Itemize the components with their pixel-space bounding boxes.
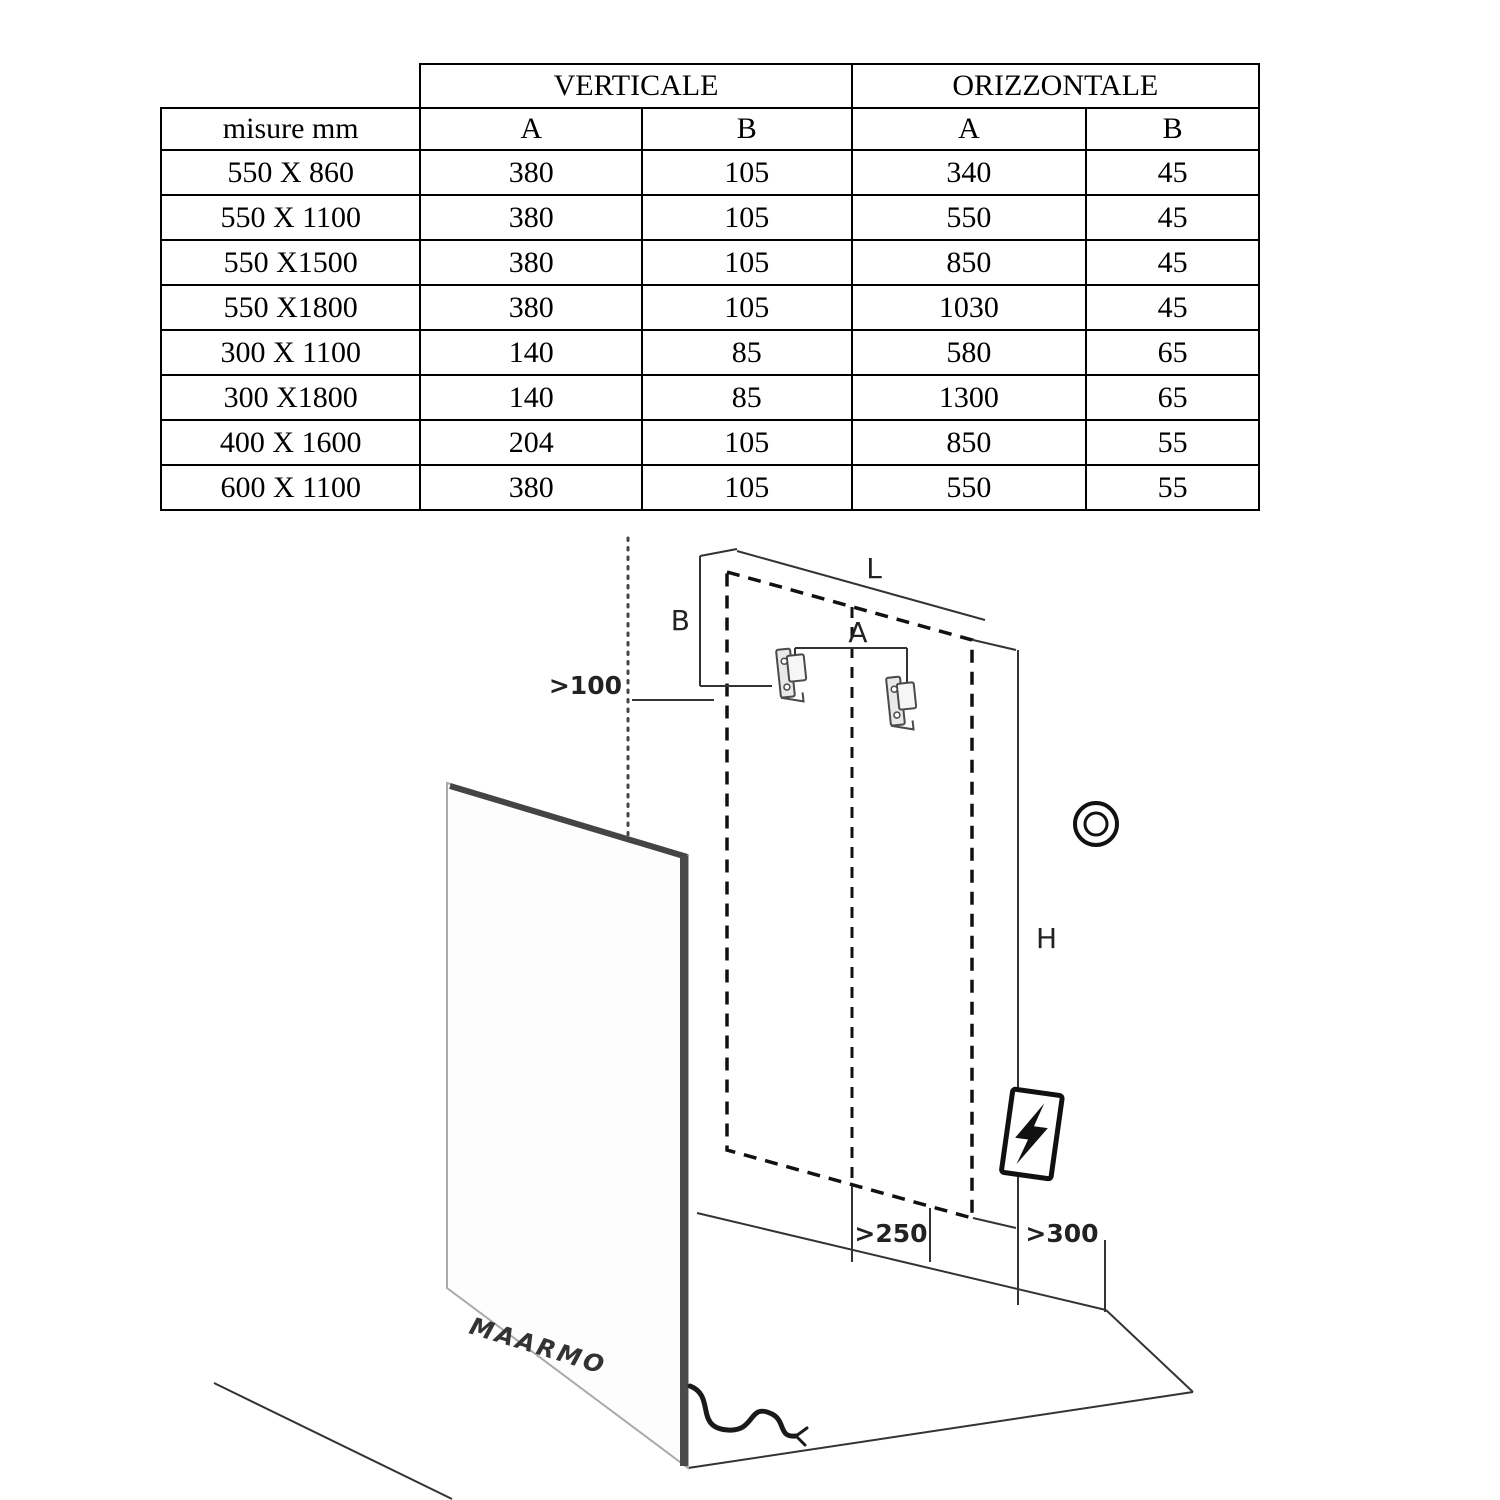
dim-label-L: L xyxy=(866,552,882,585)
cell-size: 550 X1500 xyxy=(159,239,422,286)
min-bottom-label: >250 xyxy=(854,1219,927,1248)
cell-oriz-b: 65 xyxy=(1085,329,1260,376)
cell-size: 300 X1800 xyxy=(159,374,422,421)
table-row: 400 X 1600 204 105 850 55 xyxy=(159,419,1260,466)
col-header-misure: misure mm xyxy=(159,107,422,151)
panel-edge-top xyxy=(449,783,688,860)
dim-tick-H-bottom xyxy=(972,1217,1017,1229)
cell-size: 300 X 1100 xyxy=(159,329,422,376)
cell-oriz-a: 340 xyxy=(850,149,1088,196)
cell-size: 600 X 1100 xyxy=(159,464,422,511)
table-row: 300 X1800 140 85 1300 65 xyxy=(159,374,1260,421)
group-header-orizzontale: ORIZZONTALE xyxy=(850,63,1261,109)
cell-oriz-a: 550 xyxy=(850,464,1088,511)
mounting-bracket-right-icon xyxy=(885,675,918,731)
cell-oriz-b: 45 xyxy=(1085,149,1260,196)
table-row: 550 X1500 380 105 850 45 xyxy=(159,239,1260,286)
cell-vert-b: 105 xyxy=(641,464,853,511)
panel-wall-outline-dashed xyxy=(725,569,974,1221)
cell-vert-a: 140 xyxy=(419,374,643,421)
cell-oriz-a: 1030 xyxy=(850,284,1088,331)
cell-vert-b: 105 xyxy=(641,239,853,286)
mounting-bracket-left-icon xyxy=(775,647,808,703)
cell-oriz-a: 580 xyxy=(850,329,1088,376)
heating-panel: MAARMO xyxy=(446,781,689,1470)
cell-vert-a: 380 xyxy=(419,464,643,511)
table-row: 550 X 860 380 105 340 45 xyxy=(159,149,1260,196)
corner-continuation-line xyxy=(1105,1309,1194,1393)
cell-oriz-b: 45 xyxy=(1085,194,1260,241)
cell-vert-a: 204 xyxy=(419,419,643,466)
min-right-label: >300 xyxy=(1025,1219,1098,1248)
col-header-oriz-a: A xyxy=(850,107,1088,151)
dim-tick-H-top xyxy=(972,639,1017,651)
cell-vert-b: 85 xyxy=(641,329,853,376)
cell-oriz-b: 55 xyxy=(1085,419,1260,466)
cell-oriz-a: 1300 xyxy=(850,374,1088,421)
col-header-vert-a: A xyxy=(419,107,643,151)
cell-vert-b: 105 xyxy=(641,284,853,331)
floor-line-left xyxy=(213,1382,453,1500)
cell-oriz-b: 65 xyxy=(1085,374,1260,421)
cell-oriz-b: 55 xyxy=(1085,464,1260,511)
power-socket-icon xyxy=(999,1086,1065,1182)
cell-oriz-b: 45 xyxy=(1085,239,1260,286)
cell-size: 550 X 1100 xyxy=(159,194,422,241)
table-row: 550 X1800 380 105 1030 45 xyxy=(159,284,1260,331)
cell-vert-a: 380 xyxy=(419,239,643,286)
cell-vert-b: 105 xyxy=(641,194,853,241)
measurements-table: VERTICALE ORIZZONTALE misure mm A B A B … xyxy=(159,63,1261,511)
wall-dial-icon xyxy=(1073,801,1119,847)
cell-vert-a: 380 xyxy=(419,149,643,196)
cell-oriz-a: 550 xyxy=(850,194,1088,241)
min-left-label: >100 xyxy=(549,671,622,700)
cell-vert-b: 105 xyxy=(641,149,853,196)
group-header-verticale: VERTICALE xyxy=(419,63,853,109)
cell-oriz-a: 850 xyxy=(850,419,1088,466)
col-header-oriz-b: B xyxy=(1085,107,1260,151)
cell-vert-b: 105 xyxy=(641,419,853,466)
table-row: 600 X 1100 380 105 550 55 xyxy=(159,464,1260,511)
table-row: 300 X 1100 140 85 580 65 xyxy=(159,329,1260,376)
cell-vert-a: 380 xyxy=(419,284,643,331)
table-group-header-row: VERTICALE ORIZZONTALE xyxy=(161,63,1261,109)
blank-corner-cell xyxy=(161,64,421,108)
dim-tick-B-top xyxy=(699,548,738,557)
cell-vert-b: 85 xyxy=(641,374,853,421)
cell-size: 550 X1800 xyxy=(159,284,422,331)
floor-line-front xyxy=(687,1391,1194,1469)
cell-size: 400 X 1600 xyxy=(159,419,422,466)
cell-vert-a: 140 xyxy=(419,329,643,376)
cell-size: 550 X 860 xyxy=(159,149,422,196)
cell-vert-a: 380 xyxy=(419,194,643,241)
table-row: 550 X 1100 380 105 550 45 xyxy=(159,194,1260,241)
table-column-header-row: misure mm A B A B xyxy=(159,107,1260,151)
col-header-vert-b: B xyxy=(641,107,853,151)
power-cord xyxy=(687,1383,809,1447)
dim-line-L xyxy=(736,550,986,621)
dim-label-A: A xyxy=(848,616,867,649)
dim-label-H: H xyxy=(1036,922,1057,955)
cell-oriz-b: 45 xyxy=(1085,284,1260,331)
dim-label-B: B xyxy=(671,604,690,637)
wall-floor-corner-line xyxy=(696,1212,1107,1311)
cell-oriz-a: 850 xyxy=(850,239,1088,286)
